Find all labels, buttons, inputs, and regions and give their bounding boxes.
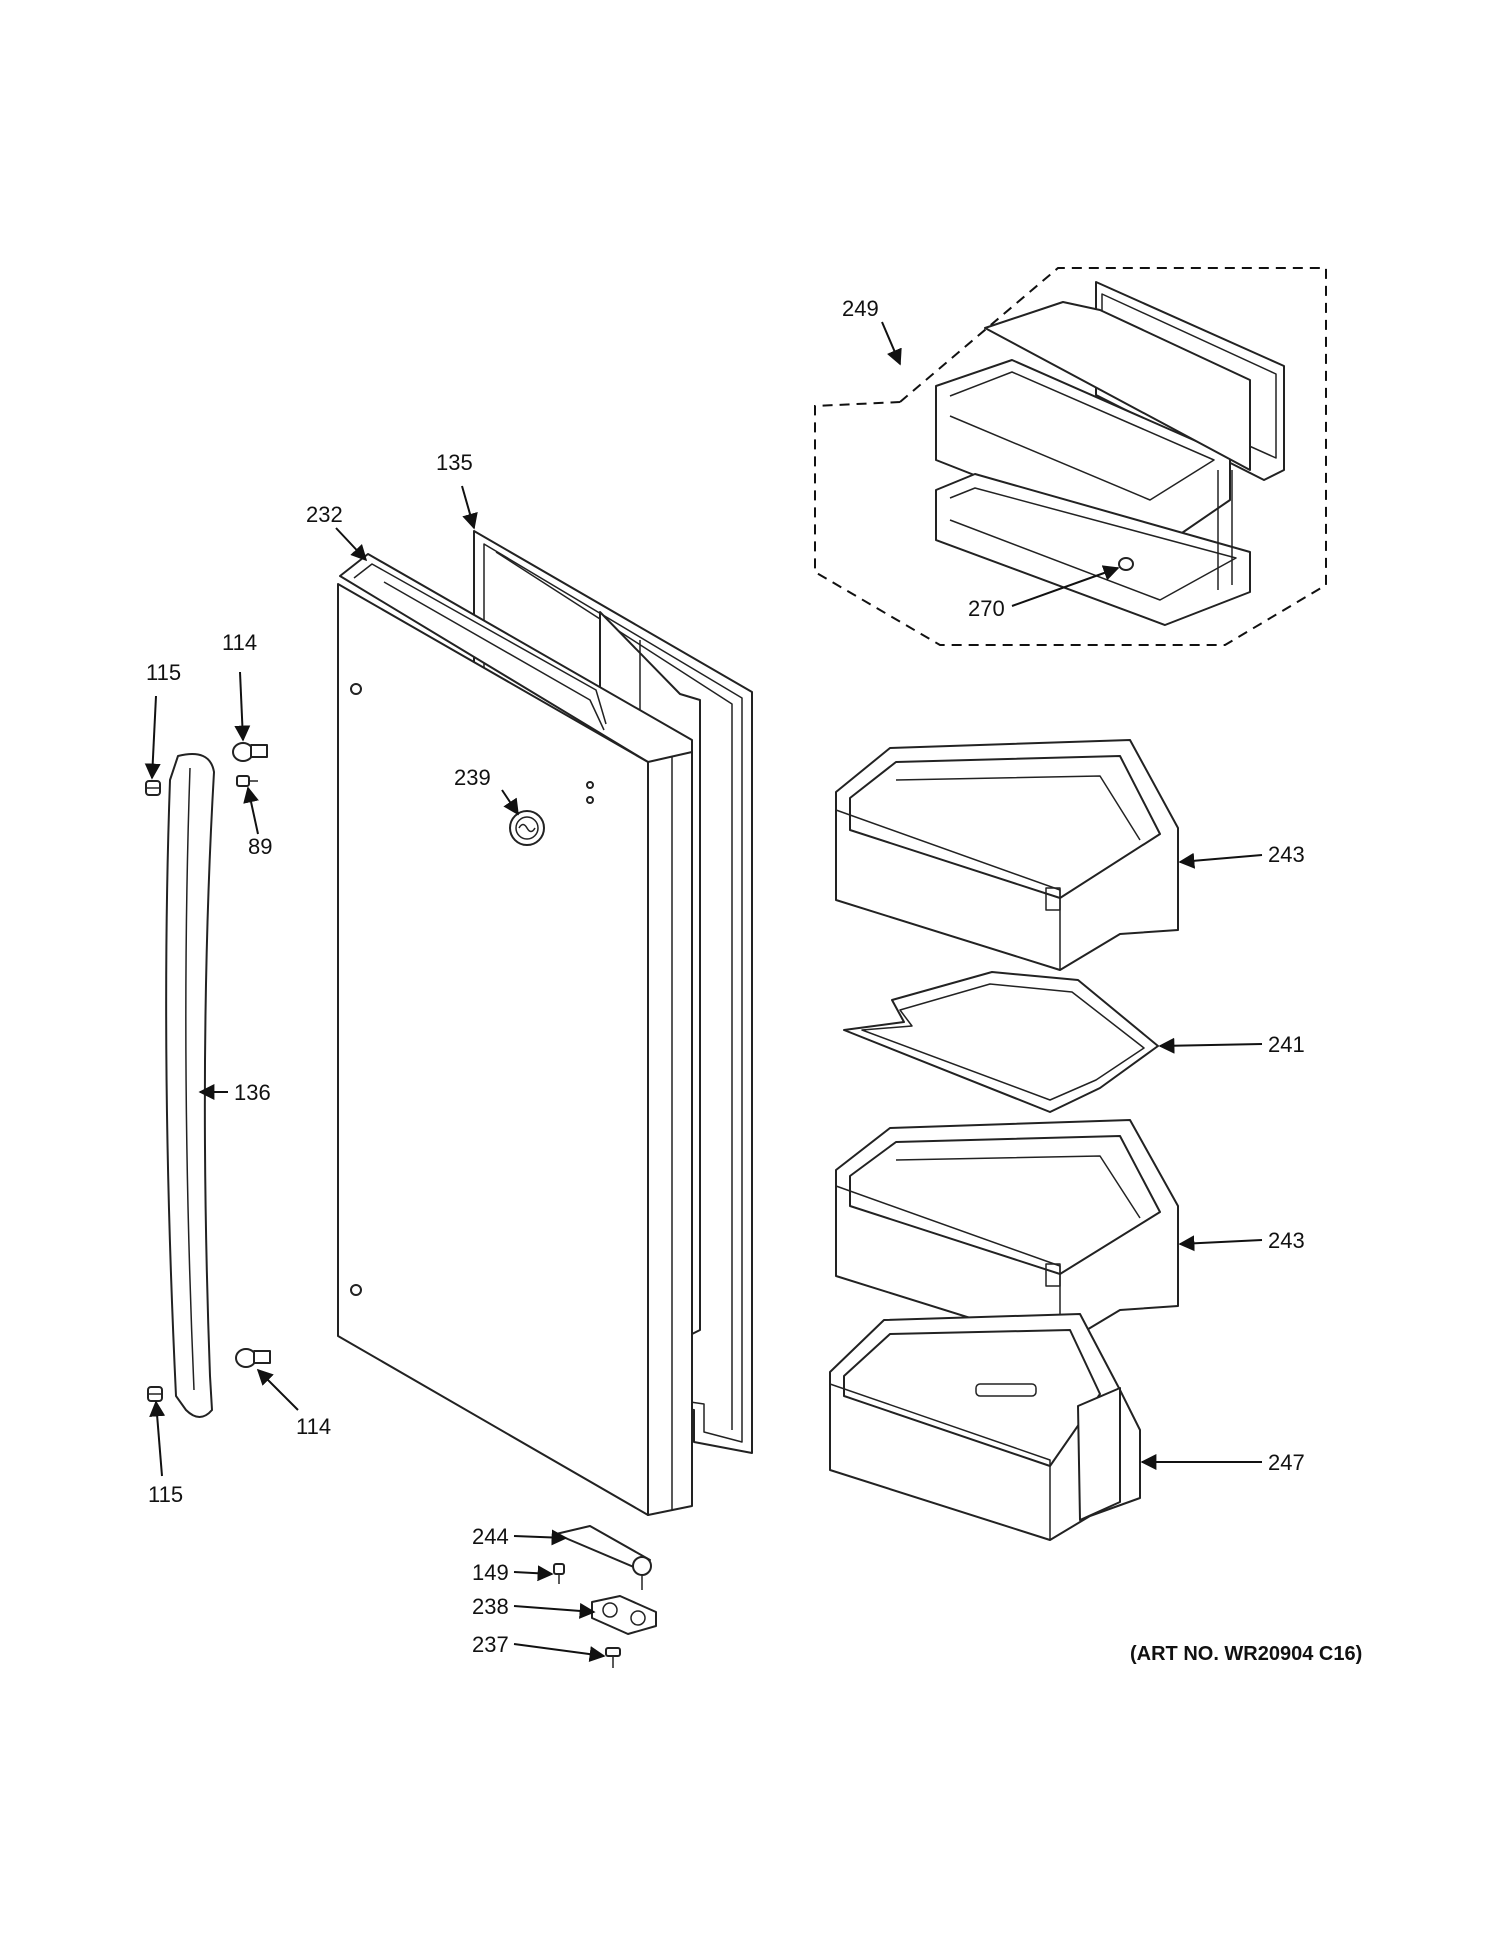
logo-badge — [509, 810, 545, 846]
callout-149: 149 — [472, 1560, 509, 1585]
callout-243-bottom: 243 — [1268, 1228, 1305, 1253]
shoulder-bolt-top — [232, 742, 268, 762]
door-shelf — [843, 971, 1159, 1113]
callout-247: 247 — [1268, 1450, 1305, 1475]
callout-136: 136 — [234, 1080, 271, 1105]
set-screw-bottom — [147, 1386, 163, 1402]
callout-115-top: 115 — [146, 660, 181, 685]
callout-239: 239 — [454, 765, 491, 790]
leader-lines — [144, 321, 1263, 1663]
callout-232: 232 — [306, 502, 343, 527]
callout-237: 237 — [472, 1632, 509, 1657]
screw-149 — [553, 1563, 565, 1584]
callout-270: 270 — [968, 596, 1005, 621]
callout-249: 249 — [842, 296, 879, 321]
door-bin-bottom — [835, 1119, 1179, 1347]
art-number: (ART NO. WR20904 C16) — [1130, 1643, 1362, 1665]
callout-135: 135 — [436, 450, 473, 475]
callout-89: 89 — [248, 834, 272, 859]
hinge-bracket-238 — [591, 1595, 657, 1635]
bin-assembly-outline — [814, 267, 1327, 646]
callout-114-bottom: 114 — [296, 1414, 331, 1439]
door-handle — [165, 753, 215, 1418]
callout-115-bottom: 115 — [148, 1482, 183, 1507]
callout-244: 244 — [472, 1524, 509, 1549]
door-bin-247 — [829, 1313, 1141, 1541]
set-screw-top — [145, 780, 161, 796]
screw-237 — [605, 1647, 621, 1668]
callout-238: 238 — [472, 1594, 509, 1619]
callout-241: 241 — [1268, 1032, 1305, 1057]
callout-114-top: 114 — [222, 630, 257, 655]
door-bin-top — [835, 739, 1179, 971]
dairy-bin-assembly — [935, 281, 1285, 626]
hinge-244 — [555, 1525, 652, 1590]
door-panel — [337, 553, 693, 1516]
shoulder-bolt-bottom — [235, 1348, 271, 1368]
screw-89 — [236, 775, 258, 787]
callout-243-top: 243 — [1268, 842, 1305, 867]
